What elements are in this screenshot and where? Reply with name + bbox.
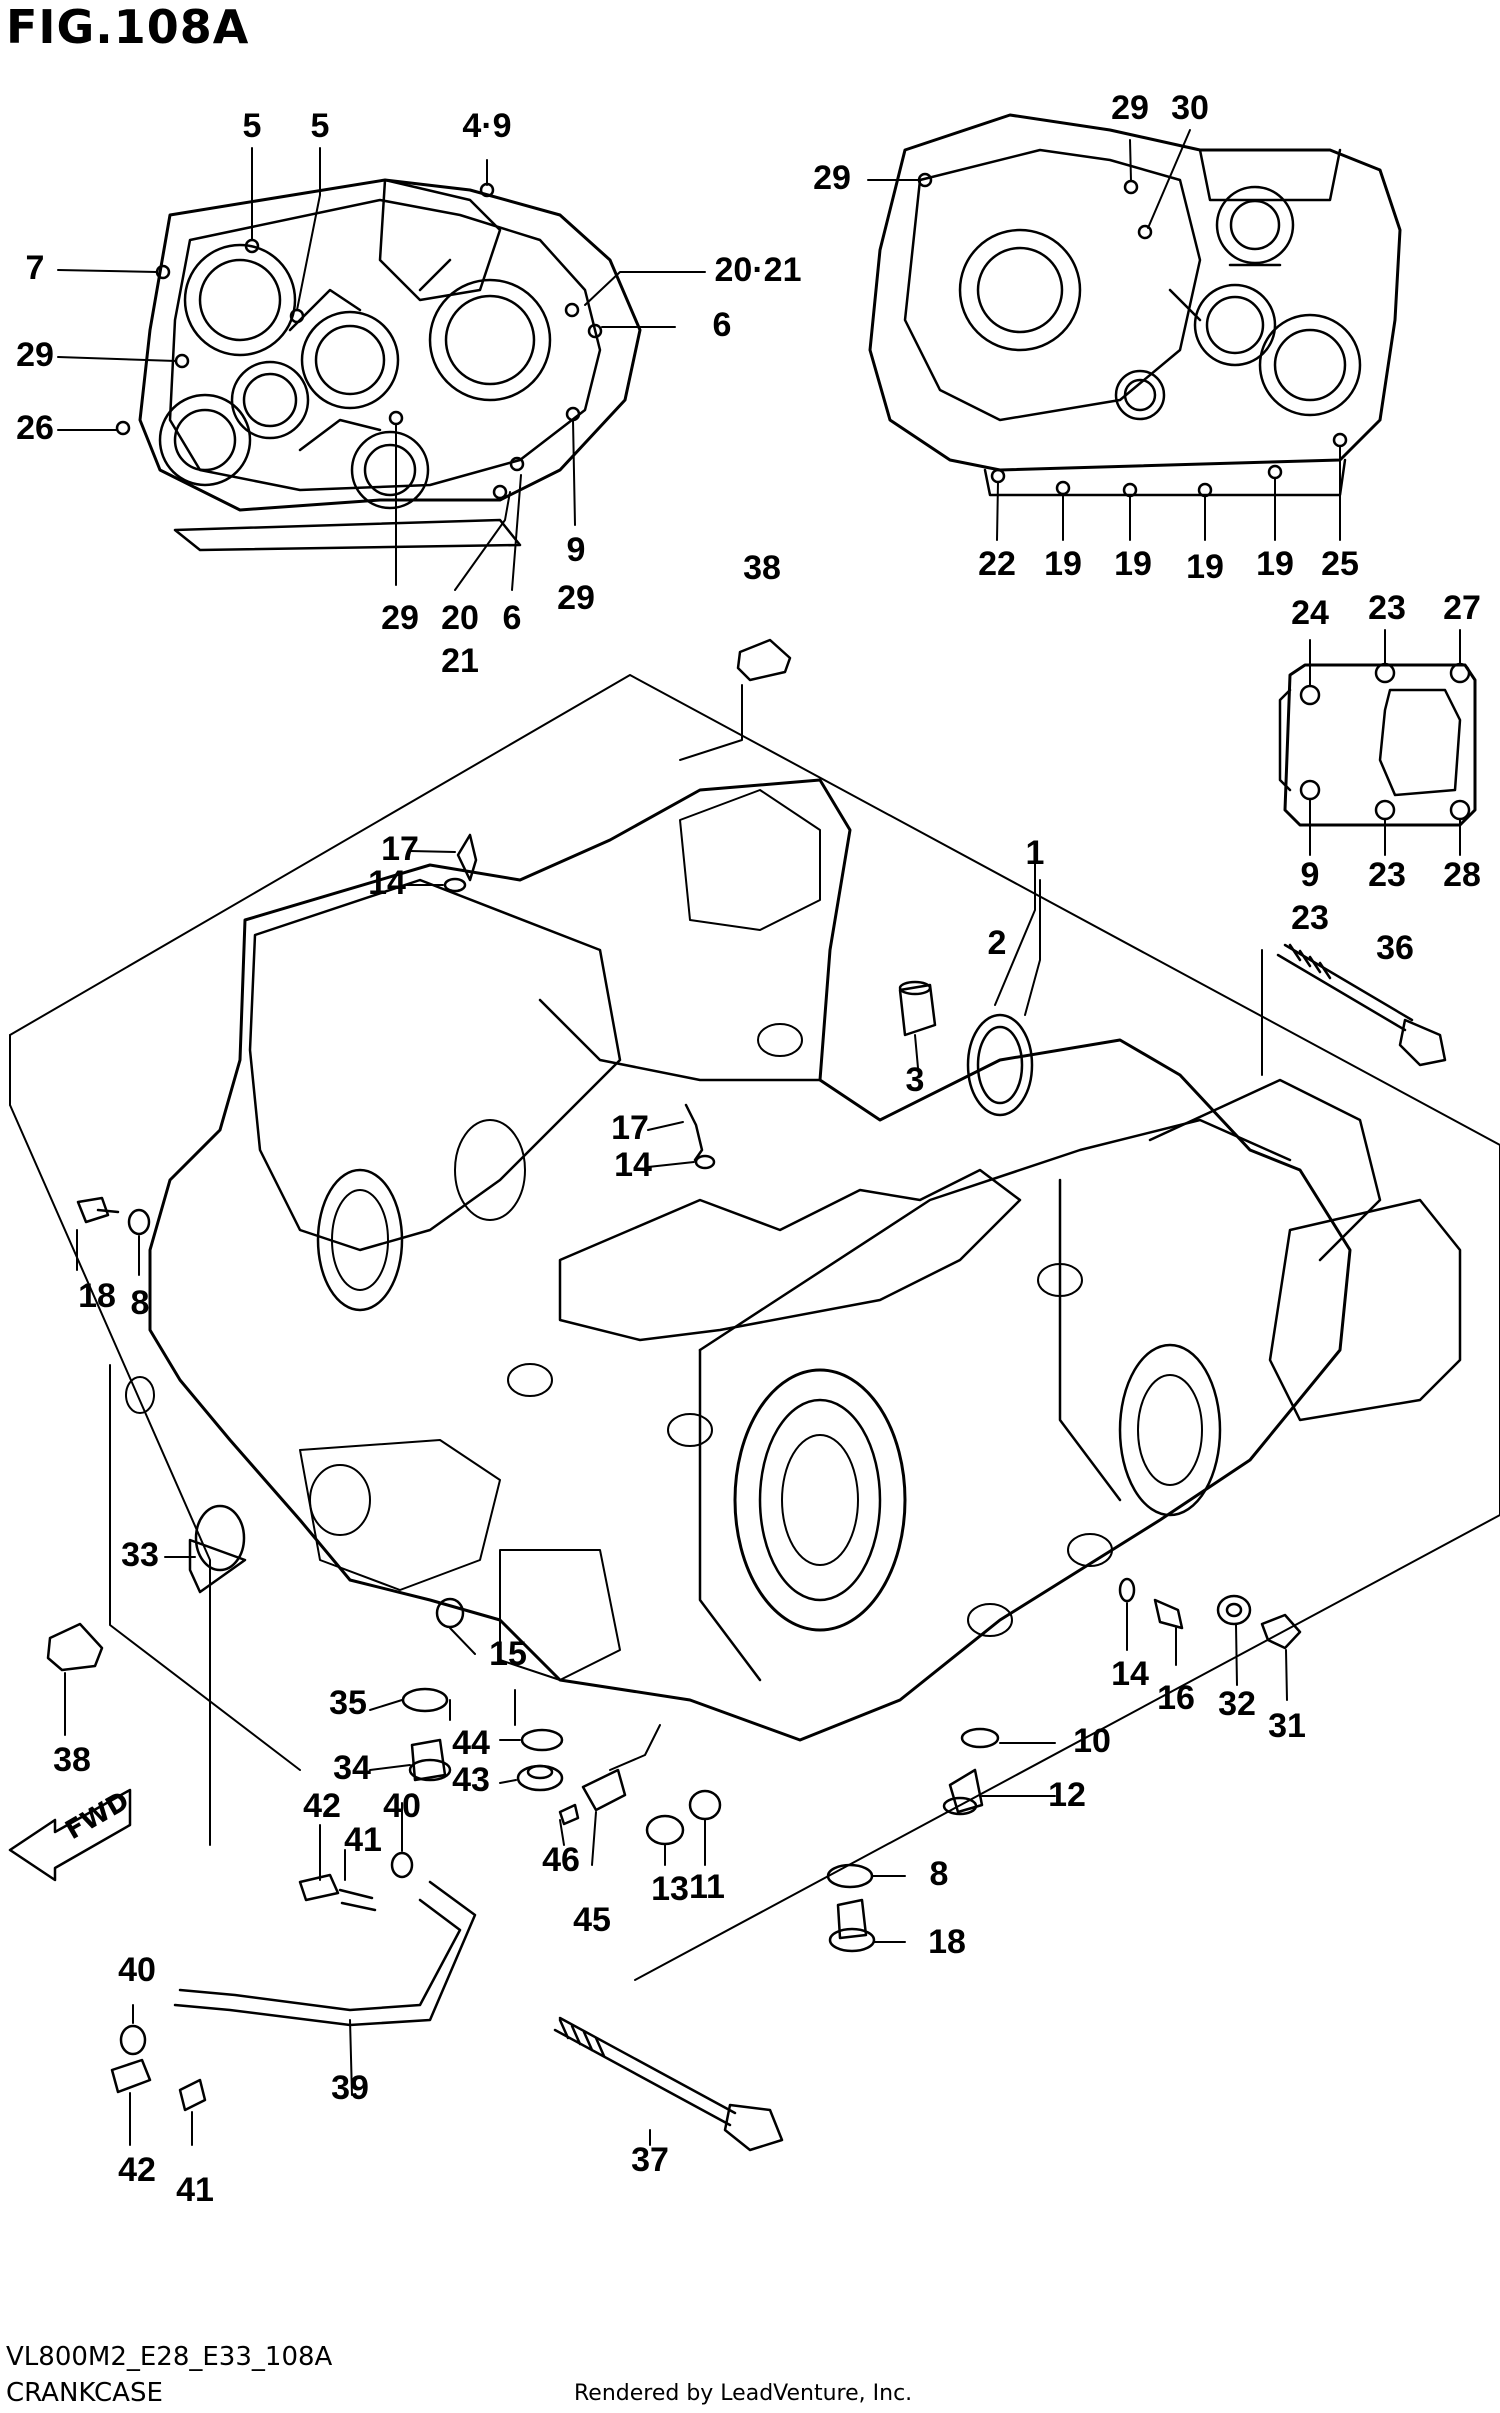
callout-3: 3 — [906, 1061, 925, 1099]
callout-14: 14 — [368, 864, 406, 902]
callout-33: 33 — [121, 1536, 159, 1574]
callout-31: 31 — [1268, 1707, 1306, 1745]
callout-44: 44 — [452, 1724, 490, 1762]
callout-41: 41 — [344, 1821, 382, 1859]
callout-25: 25 — [1321, 545, 1359, 583]
callout-23: 23 — [1368, 589, 1406, 627]
callout-1: 1 — [1026, 834, 1045, 872]
callout-5: 5 — [243, 107, 262, 145]
callout-23: 23 — [1368, 856, 1406, 894]
callout-41: 41 — [176, 2171, 214, 2209]
callout-19: 19 — [1186, 548, 1224, 586]
callout-42: 42 — [303, 1787, 341, 1825]
loose-parts-illustration — [46, 638, 1447, 2152]
callout-labels: 5 5 4·9 7 20·21 6 29 26 9 29 29 20 21 6 … — [16, 89, 1481, 2209]
section-name: CRANKCASE — [6, 2378, 163, 2408]
callout-18: 18 — [78, 1277, 116, 1315]
callout-11: 11 — [689, 1868, 725, 1906]
fwd-label: FWD — [61, 1786, 135, 1846]
callout-30: 30 — [1171, 89, 1209, 127]
callout-10: 10 — [1073, 1722, 1111, 1760]
callout-24: 24 — [1291, 594, 1329, 632]
callout-38: 38 — [743, 549, 781, 587]
callout-23: 23 — [1291, 899, 1329, 937]
callout-6: 6 — [503, 599, 522, 637]
callout-29: 29 — [813, 159, 851, 197]
callout-4-9: 4·9 — [462, 107, 511, 145]
callout-35: 35 — [329, 1684, 367, 1722]
render-credit: Rendered by LeadVenture, Inc. — [574, 2381, 913, 2406]
callout-14: 14 — [1111, 1655, 1149, 1693]
callout-18: 18 — [928, 1923, 966, 1961]
callout-17: 17 — [611, 1109, 649, 1147]
callout-22: 22 — [978, 545, 1016, 583]
callout-42: 42 — [118, 2151, 156, 2189]
callout-2: 2 — [988, 924, 1007, 962]
callout-43: 43 — [452, 1761, 490, 1799]
callout-29: 29 — [1111, 89, 1149, 127]
callout-20-21: 20·21 — [715, 251, 802, 289]
callout-19: 19 — [1114, 545, 1152, 583]
callout-7: 7 — [26, 249, 45, 287]
callout-46: 46 — [542, 1841, 580, 1879]
callout-8: 8 — [930, 1855, 949, 1893]
callout-29: 29 — [381, 599, 419, 637]
drawing-code: VL800M2_E28_E33_108A — [6, 2342, 333, 2372]
callout-9: 9 — [1301, 856, 1320, 894]
callout-15: 15 — [489, 1635, 527, 1673]
callout-19: 19 — [1044, 545, 1082, 583]
callout-39: 39 — [331, 2069, 369, 2107]
callout-37: 37 — [631, 2141, 669, 2179]
figure-title: FIG.108A — [6, 0, 250, 54]
callout-13: 13 — [651, 1870, 689, 1908]
callout-40: 40 — [383, 1787, 421, 1825]
callout-8: 8 — [131, 1284, 150, 1322]
callout-5: 5 — [311, 107, 330, 145]
callout-32: 32 — [1218, 1685, 1256, 1723]
left-crankcase-half-illustration — [115, 178, 642, 552]
callout-34: 34 — [333, 1749, 371, 1787]
callout-20: 20 — [441, 599, 479, 637]
callout-27: 27 — [1443, 589, 1481, 627]
callout-14: 14 — [614, 1146, 652, 1184]
callout-9: 9 — [567, 531, 586, 569]
callout-29: 29 — [16, 336, 54, 374]
callout-19: 19 — [1256, 545, 1294, 583]
callout-26: 26 — [16, 409, 54, 447]
main-crankcase-illustration — [125, 778, 1462, 1742]
callout-29: 29 — [557, 579, 595, 617]
callout-28: 28 — [1443, 856, 1481, 894]
callout-40: 40 — [118, 1951, 156, 1989]
callout-21: 21 — [441, 642, 479, 680]
callout-16: 16 — [1157, 1679, 1195, 1717]
fwd-arrow — [8, 1788, 132, 1882]
leader-lines — [57, 129, 1461, 2146]
right-crankcase-half-illustration — [868, 113, 1402, 498]
callout-17: 17 — [381, 830, 419, 868]
assembly-frame — [9, 674, 1500, 1981]
callout-38: 38 — [53, 1741, 91, 1779]
callout-36: 36 — [1376, 929, 1414, 967]
callout-45: 45 — [573, 1901, 611, 1939]
callout-12: 12 — [1048, 1776, 1086, 1814]
callout-6: 6 — [713, 306, 732, 344]
